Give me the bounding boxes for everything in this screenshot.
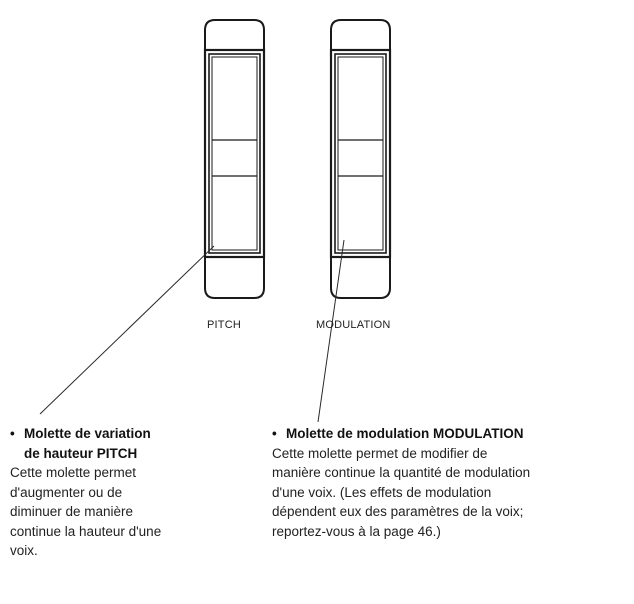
bullet-icon: • (272, 426, 277, 441)
pitch-body-line: Cette molette permet (10, 465, 137, 480)
modulation-wheel-frame-inner (334, 53, 387, 254)
modulation-wheel (329, 19, 392, 299)
pitch-body: Cette molette permet d'augmenter ou de d… (10, 463, 215, 561)
modulation-body-line: d'une voix. (Les effets de modulation (272, 484, 492, 500)
modulation-wheel-bottom-cap (330, 257, 391, 299)
modulation-heading: • Molette de modulation MODULATION (272, 424, 617, 444)
pitch-wheel-label: PITCH (207, 319, 241, 331)
pitch-heading: • Molette de variation (10, 424, 215, 444)
pitch-heading-line1: Molette de variation (24, 426, 151, 441)
modulation-body: Cette molette permet de modifier de mani… (272, 444, 617, 542)
modulation-body-line: Cette molette permet de modifier de (272, 445, 488, 461)
pitch-body-line: voix. (10, 543, 38, 558)
modulation-body-line: reportez-vous à la page 46.) (272, 523, 441, 539)
pitch-wheel-top-cap (204, 19, 265, 50)
modulation-body-line: manière continue la quantité de modulati… (272, 465, 531, 480)
bullet-icon: • (10, 426, 15, 441)
modulation-wheel-frame-outer (329, 48, 392, 259)
modulation-description: • Molette de modulation MODULATION Cette … (272, 424, 617, 541)
modulation-wheel-label: MODULATION (316, 319, 391, 331)
pitch-wheel-frame-inner (208, 53, 261, 254)
pitch-wheel-surface (211, 56, 258, 251)
modulation-wheel-surface (337, 56, 384, 251)
modulation-heading-line1: Molette de modulation MODULATION (286, 426, 524, 441)
pitch-body-line: d'augmenter ou de (10, 484, 123, 500)
modulation-body-line: dépendent eux des paramètres de la voix; (272, 504, 524, 519)
pitch-leader-line (39, 245, 215, 415)
pitch-wheel (203, 19, 266, 299)
pitch-description: • Molette de variation de hauteur PITCH C… (10, 424, 215, 561)
pitch-body-line: continue la hauteur d'une (10, 523, 162, 539)
pitch-body-line: diminuer de manière (10, 504, 134, 519)
modulation-wheel-top-cap (330, 19, 391, 50)
pitch-wheel-frame-outer (203, 48, 266, 259)
pitch-heading-line2: de hauteur PITCH (24, 445, 138, 461)
pitch-wheel-bottom-cap (204, 257, 265, 299)
modulation-leader-line (317, 239, 345, 423)
